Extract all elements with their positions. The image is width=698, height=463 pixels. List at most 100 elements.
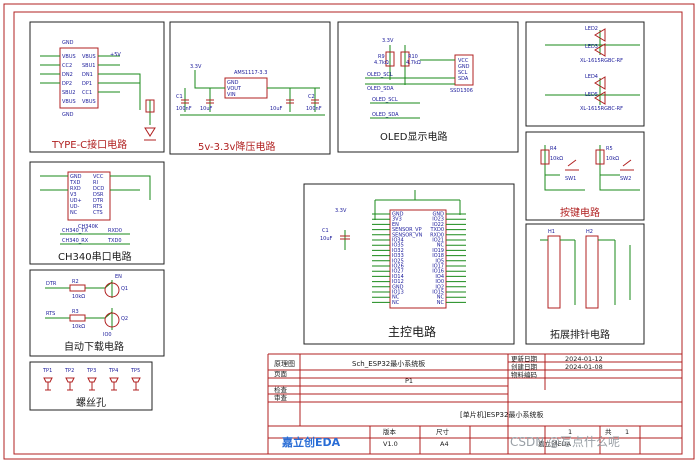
tb-update-value: 2024-01-12	[565, 355, 603, 363]
led-ref0: LED2	[585, 26, 598, 32]
ch340-pr0: VCC	[93, 174, 104, 180]
oled-part: SSD1306	[450, 88, 473, 94]
autodl-title: 自动下载电路	[64, 340, 124, 353]
oled-r9-val: 4.7kΩ	[374, 60, 389, 66]
tb-create-value: 2024-01-08	[565, 363, 603, 371]
typec-pin-r1: SBU1	[82, 63, 95, 69]
ch340-net-txd0: TXD0	[107, 238, 122, 244]
tb-version-value: V1.0	[383, 440, 398, 448]
led-box	[525, 21, 645, 127]
screw-hole-0	[43, 377, 53, 391]
key-sw2: SW2	[620, 176, 631, 182]
header-h2-ref: H2	[586, 229, 593, 235]
main-pin-right-5: IO21	[432, 238, 444, 244]
main-pin-right-13: IO0	[435, 279, 444, 285]
autodl-net-io0: IO0	[103, 332, 112, 338]
ldo-cap-v3: 100nF	[306, 106, 322, 112]
main-pin-right-7: IO19	[432, 248, 444, 254]
main-pin-left-4: SENSOR_VN	[392, 232, 423, 238]
main-pin-right-15: IO15	[432, 290, 444, 296]
key-box	[525, 131, 645, 221]
ch340-net-tx: CH340_TX	[62, 228, 88, 234]
tb-page-no: 1	[568, 428, 572, 436]
section-ch340: CH340K GND TXD RXD V3 UD+ UD- NC VCC RI …	[29, 161, 165, 265]
ch340-pr5: RTS	[93, 204, 102, 210]
main-pin-left-11: IO27	[392, 269, 404, 275]
screw-hole-2	[87, 377, 97, 391]
tb-create-label: 创建日期	[511, 362, 538, 371]
oled-r9: R9	[378, 54, 385, 60]
typec-pin-r2: DN1	[82, 72, 93, 78]
typec-pin-l0: VBUS	[62, 54, 76, 60]
ch340-pl0: GND	[70, 174, 82, 180]
title-block: 原理图 Sch_ESP32最小系统板 页面 P1 检查 审查 更新日期 2024…	[267, 353, 682, 454]
main-pin-right-1: IO23	[432, 217, 444, 223]
autodl-r2: R2	[72, 279, 79, 285]
ch340-pl6: NC	[70, 210, 78, 216]
key-sw1: SW1	[565, 176, 576, 182]
main-pin-left-5: IO34	[392, 238, 404, 244]
ch340-net-rxd0: RXD0	[108, 228, 122, 234]
key-title: 按键电路	[560, 206, 600, 219]
main-pin-left-8: IO33	[392, 253, 404, 259]
main-pin-left-17: NC	[392, 300, 400, 306]
ch340-box	[29, 161, 165, 265]
typec-pin-r5: VBUS	[82, 99, 96, 105]
main-pins-left: GND3V3ENSENSOR_VPSENSOR_VNIO34IO35IO32IO…	[372, 212, 423, 306]
ldo-cap-v1: 10uF	[200, 106, 213, 112]
section-autodl: R2 R3 10kΩ 10kΩ Q1 Q2 DTR RTS EN IO0 自动下…	[29, 269, 165, 357]
key-r4: R4	[550, 146, 557, 152]
key-r5: R5	[606, 146, 613, 152]
ldo-caps	[181, 99, 319, 104]
screw-hole-3	[109, 377, 119, 391]
main-pin-right-2: IO22	[432, 222, 444, 228]
typec-pin-l3: DP2	[62, 81, 72, 87]
oled-resistors	[385, 51, 410, 67]
oled-pin0: VCC	[458, 58, 469, 64]
tb-logo: 嘉立创EDA	[281, 435, 341, 449]
ch340-net-rx: CH340_RX	[62, 238, 89, 244]
tb-size-label: 尺寸	[436, 427, 450, 436]
oled-net-scl: OLED_SCL	[367, 72, 393, 78]
main-title: 主控电路	[388, 324, 436, 339]
ch340-pl5: UD-	[70, 204, 80, 210]
main-cap-ref: C1	[322, 228, 329, 234]
typec-resistor-led	[144, 99, 156, 141]
ldo-pin2: VIN	[227, 92, 236, 98]
oled-r10: R10	[408, 54, 418, 60]
tb-sch-label: 原理图	[274, 360, 295, 368]
ldo-part: AMS1117-3.3	[234, 70, 267, 76]
led-ref2: LED4	[585, 74, 598, 80]
led-ref3: LED5	[585, 92, 598, 98]
ch340-pr2: DCD	[93, 186, 104, 192]
autodl-r2-val: 10kΩ	[72, 294, 85, 300]
oled-module	[454, 54, 474, 86]
tb-sch-value: Sch_ESP32最小系统板	[352, 359, 425, 368]
main-pin-right-3: TXD0	[429, 227, 444, 233]
oled-wires	[365, 45, 455, 119]
main-pin-right-12: IO4	[435, 274, 444, 280]
main-pin-right-0: GND	[433, 212, 445, 218]
typec-wires	[40, 55, 151, 125]
section-header: H1 H2 拓展排针电路	[525, 223, 645, 345]
watermark: CSDN @写点什么呢	[510, 435, 620, 449]
screw-title: 螺丝孔	[76, 397, 106, 409]
oled-box	[337, 21, 519, 153]
ch340-title: CH340串口电路	[58, 250, 132, 263]
ch340-chip	[67, 171, 111, 221]
main-pin-left-13: IO12	[392, 279, 404, 285]
main-pin-left-15: IO13	[392, 290, 404, 296]
main-pin-left-3: SENSOR_VP	[392, 227, 422, 233]
main-pin-left-16: NC	[392, 295, 400, 301]
autodl-wires	[45, 280, 113, 330]
tb-bottom-right: 嘉立创EDA	[538, 439, 571, 448]
section-typec: GND GND VBUS CC2 DN2 DP2 SBU2 VBUS VBUS …	[29, 21, 165, 153]
key-parts	[540, 149, 634, 171]
led-wires	[545, 30, 640, 105]
esp32-module	[389, 209, 447, 309]
tb-version-label: 版本	[383, 427, 397, 436]
screw-hole-4	[131, 377, 141, 391]
section-led: LED2 LED3 LED4 LED5 XL-1615RGBC-RF XL-16…	[525, 21, 645, 127]
main-cap-val: 10uF	[320, 236, 333, 242]
